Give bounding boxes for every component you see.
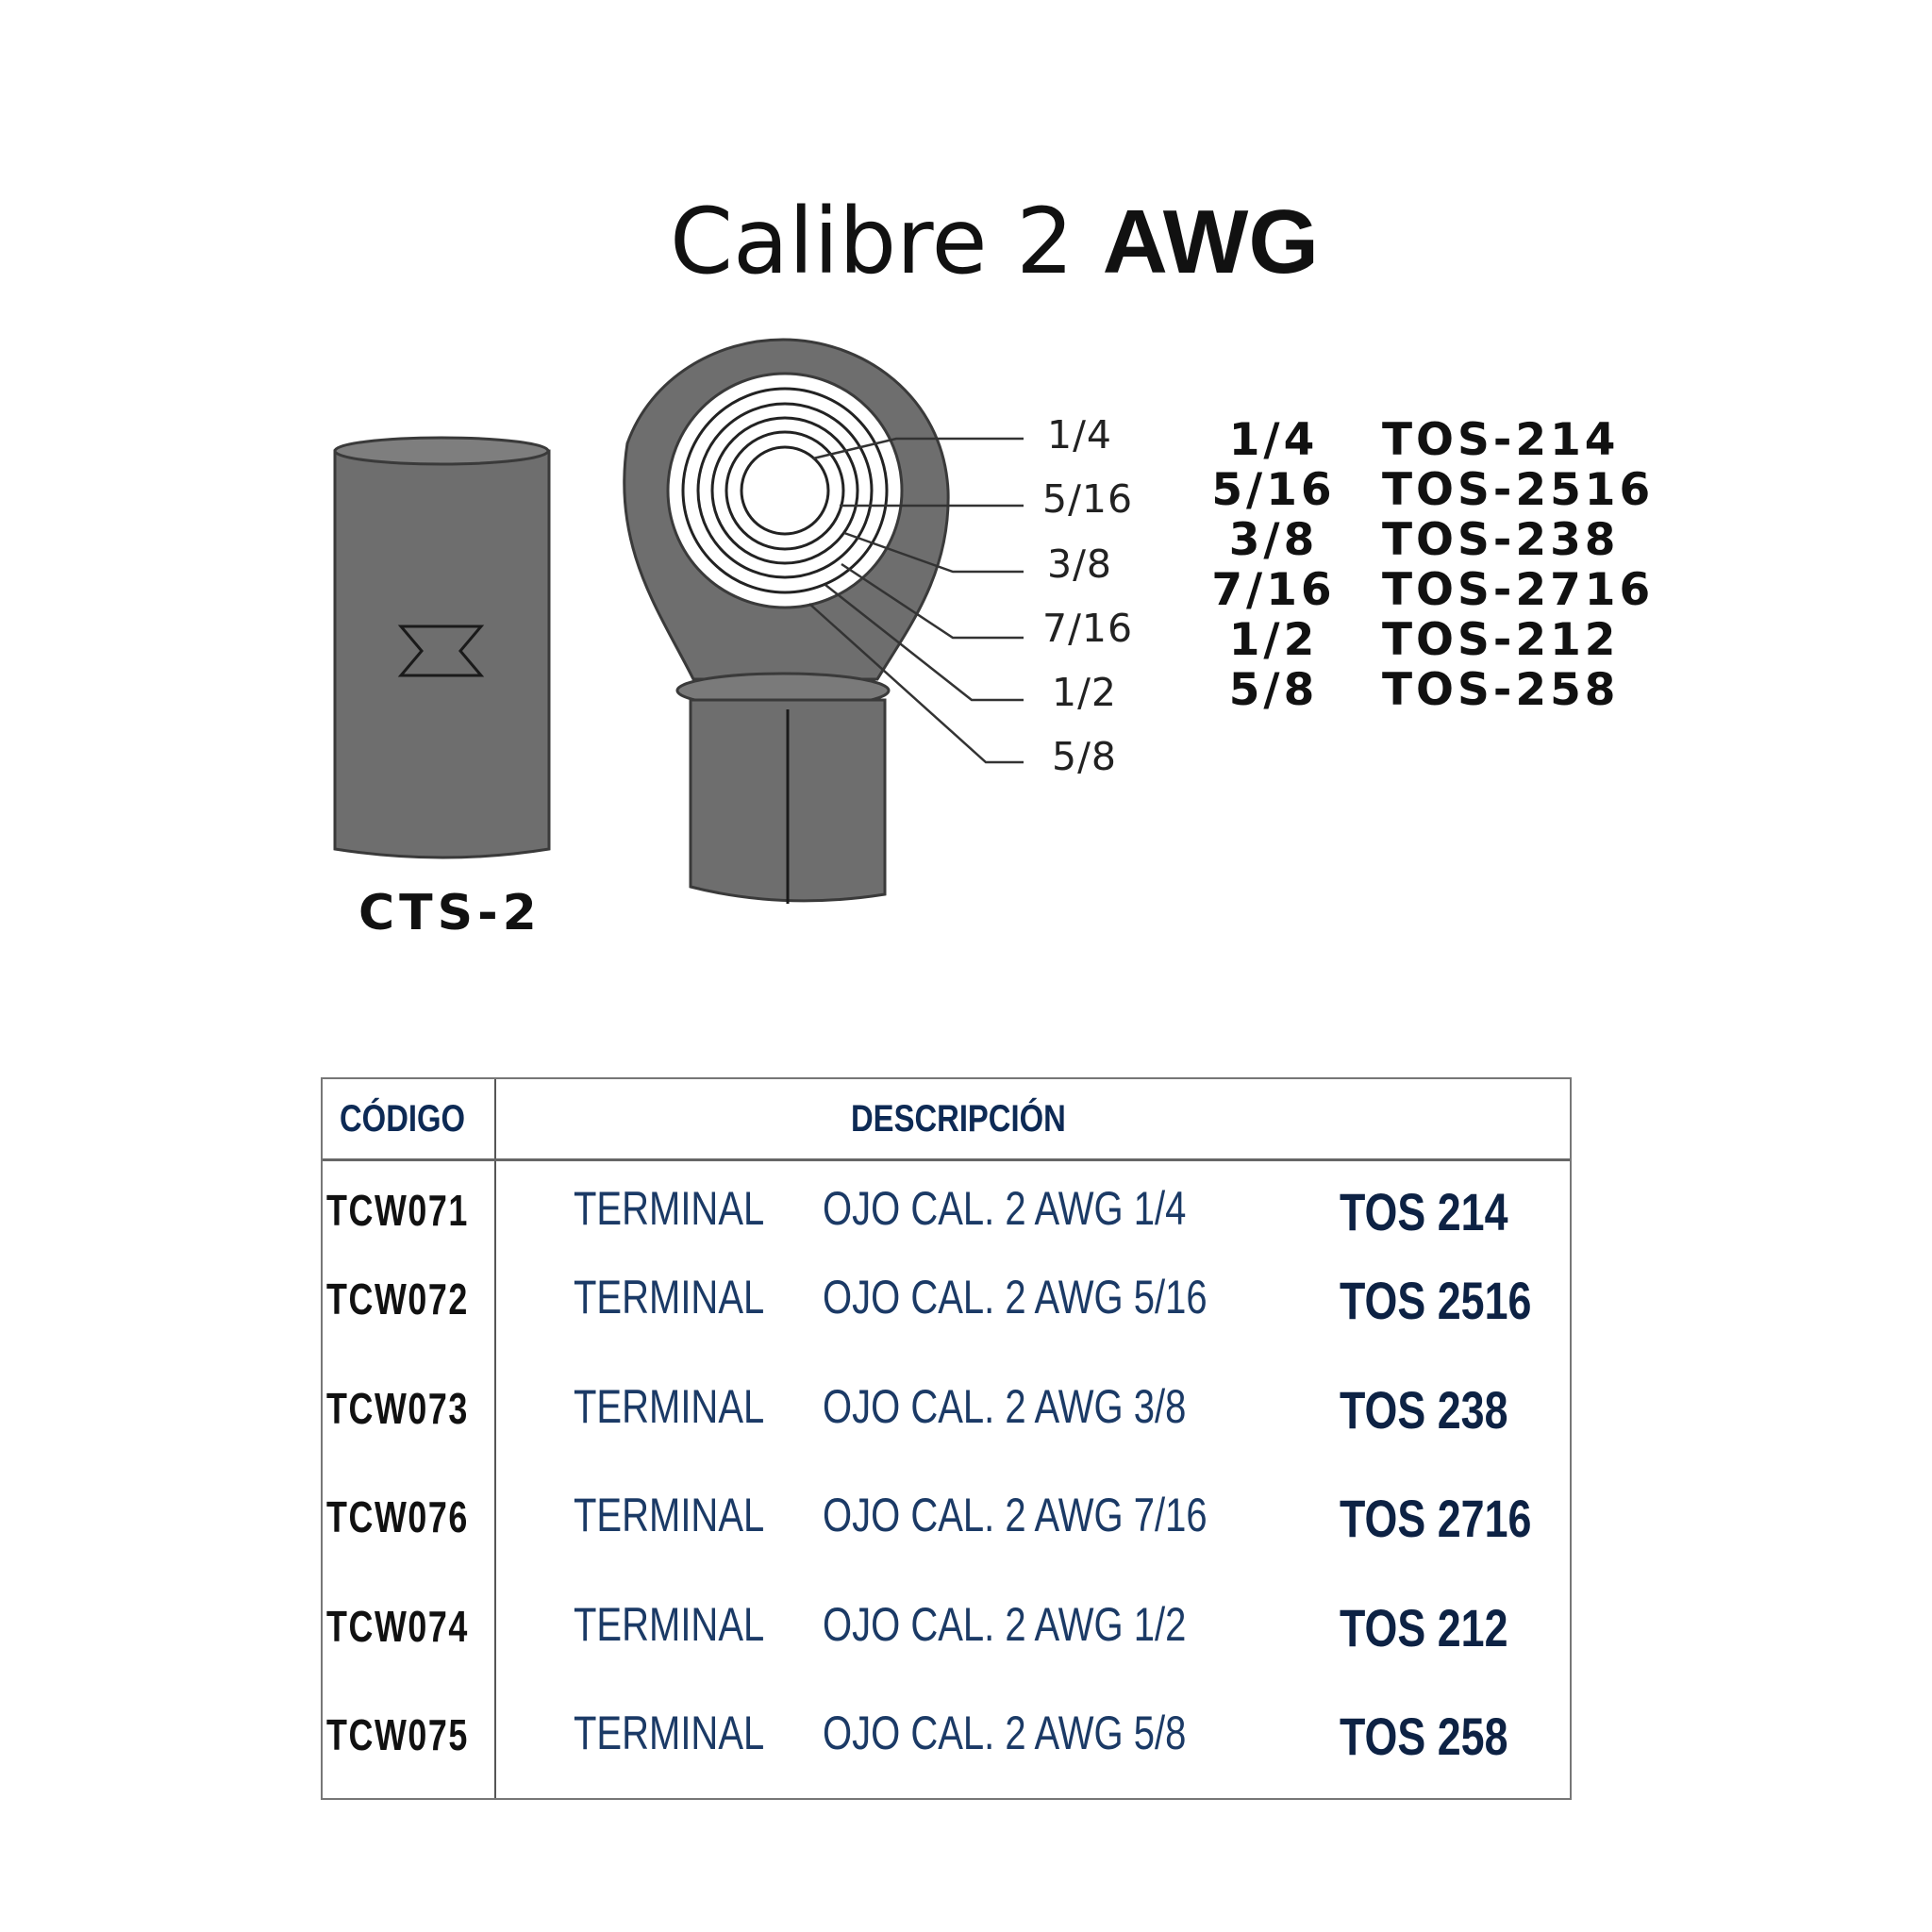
header-description: DESCRIPCIÓN — [851, 1098, 1066, 1140]
row-type: TERMINAL — [574, 1707, 765, 1759]
row-reference: TOS 212 — [1340, 1598, 1508, 1657]
row-description: OJO CAL. 2 AWG 1/2 — [823, 1598, 1187, 1651]
ring-size-label: 3/8 — [1047, 541, 1112, 587]
product-table: CÓDIGO DESCRIPCIÓN TCW071 TERMINAL OJO C… — [321, 1077, 1572, 1800]
table-divider — [494, 1079, 496, 1798]
reference-size: 7/16 — [1211, 564, 1336, 616]
crimp-mark-icon — [397, 625, 485, 677]
table-row: TCW072 TERMINAL OJO CAL. 2 AWG 5/16 TOS … — [323, 1270, 1570, 1330]
reference-code: TOS-214 — [1382, 414, 1620, 466]
row-code: TCW073 — [326, 1384, 469, 1433]
ring-size-label: 1/4 — [1047, 412, 1112, 458]
title-awg: AWG — [1102, 192, 1319, 292]
page-title: Calibre 2 AWG — [0, 189, 1932, 294]
row-reference: TOS 214 — [1340, 1182, 1508, 1241]
reference-list: 1/4 TOS-214 5/16 TOS-2516 3/8 TOS-238 7/… — [1208, 414, 1655, 716]
row-code: TCW071 — [326, 1186, 469, 1235]
row-code: TCW074 — [326, 1602, 469, 1651]
ring-size-label: 7/16 — [1042, 606, 1134, 651]
ring-size-label: 1/2 — [1052, 670, 1117, 715]
row-code: TCW075 — [326, 1710, 469, 1759]
ring-terminal-drawing — [623, 338, 1024, 904]
reference-row: 5/8 TOS-258 — [1208, 664, 1654, 716]
row-description: OJO CAL. 2 AWG 3/8 — [823, 1380, 1187, 1433]
sleeve-label: CTS-2 — [358, 885, 541, 941]
reference-row: 3/8 TOS-238 — [1208, 514, 1654, 566]
row-type: TERMINAL — [574, 1182, 765, 1235]
reference-row: 1/4 TOS-214 — [1208, 414, 1654, 466]
reference-size: 1/4 — [1228, 414, 1319, 466]
table-row: TCW075 TERMINAL OJO CAL. 2 AWG 5/8 TOS 2… — [323, 1706, 1570, 1766]
table-row: TCW071 TERMINAL OJO CAL. 2 AWG 1/4 TOS 2… — [323, 1181, 1570, 1241]
row-reference: TOS 2516 — [1340, 1271, 1532, 1330]
reference-code: TOS-238 — [1382, 514, 1620, 566]
reference-row: 5/16 TOS-2516 — [1208, 464, 1655, 516]
row-description: OJO CAL. 2 AWG 1/4 — [823, 1182, 1187, 1235]
reference-row: 7/16 TOS-2716 — [1208, 564, 1655, 616]
table-row: TCW074 TERMINAL OJO CAL. 2 AWG 1/2 TOS 2… — [323, 1597, 1570, 1657]
row-code: TCW072 — [326, 1274, 469, 1324]
ring-size-label: 5/8 — [1052, 734, 1117, 779]
reference-size: 5/16 — [1211, 464, 1336, 516]
table-row: TCW073 TERMINAL OJO CAL. 2 AWG 3/8 TOS 2… — [323, 1379, 1570, 1440]
sleeve-drawing — [333, 436, 551, 859]
title-prefix: Calibre 2 — [670, 189, 1074, 294]
reference-size: 5/8 — [1228, 664, 1319, 716]
reference-size: 3/8 — [1228, 514, 1319, 566]
header-code: CÓDIGO — [340, 1098, 466, 1140]
row-reference: TOS 258 — [1340, 1707, 1508, 1766]
ring-size-label: 5/16 — [1042, 476, 1134, 522]
row-description: OJO CAL. 2 AWG 5/8 — [823, 1707, 1187, 1759]
row-code: TCW076 — [326, 1492, 469, 1541]
reference-code: TOS-212 — [1382, 614, 1620, 666]
row-type: TERMINAL — [574, 1598, 765, 1651]
table-divider — [323, 1158, 1570, 1161]
reference-code: TOS-258 — [1382, 664, 1620, 716]
table-row: TCW076 TERMINAL OJO CAL. 2 AWG 7/16 TOS … — [323, 1488, 1570, 1548]
row-reference: TOS 238 — [1340, 1380, 1508, 1440]
row-reference: TOS 2716 — [1340, 1489, 1532, 1548]
reference-code: TOS-2516 — [1382, 464, 1655, 516]
row-type: TERMINAL — [574, 1380, 765, 1433]
reference-row: 1/2 TOS-212 — [1208, 614, 1654, 666]
reference-size: 1/2 — [1228, 614, 1319, 666]
row-description: OJO CAL. 2 AWG 5/16 — [823, 1271, 1208, 1324]
row-type: TERMINAL — [574, 1489, 765, 1541]
reference-code: TOS-2716 — [1382, 564, 1655, 616]
row-description: OJO CAL. 2 AWG 7/16 — [823, 1489, 1208, 1541]
row-type: TERMINAL — [574, 1271, 765, 1324]
